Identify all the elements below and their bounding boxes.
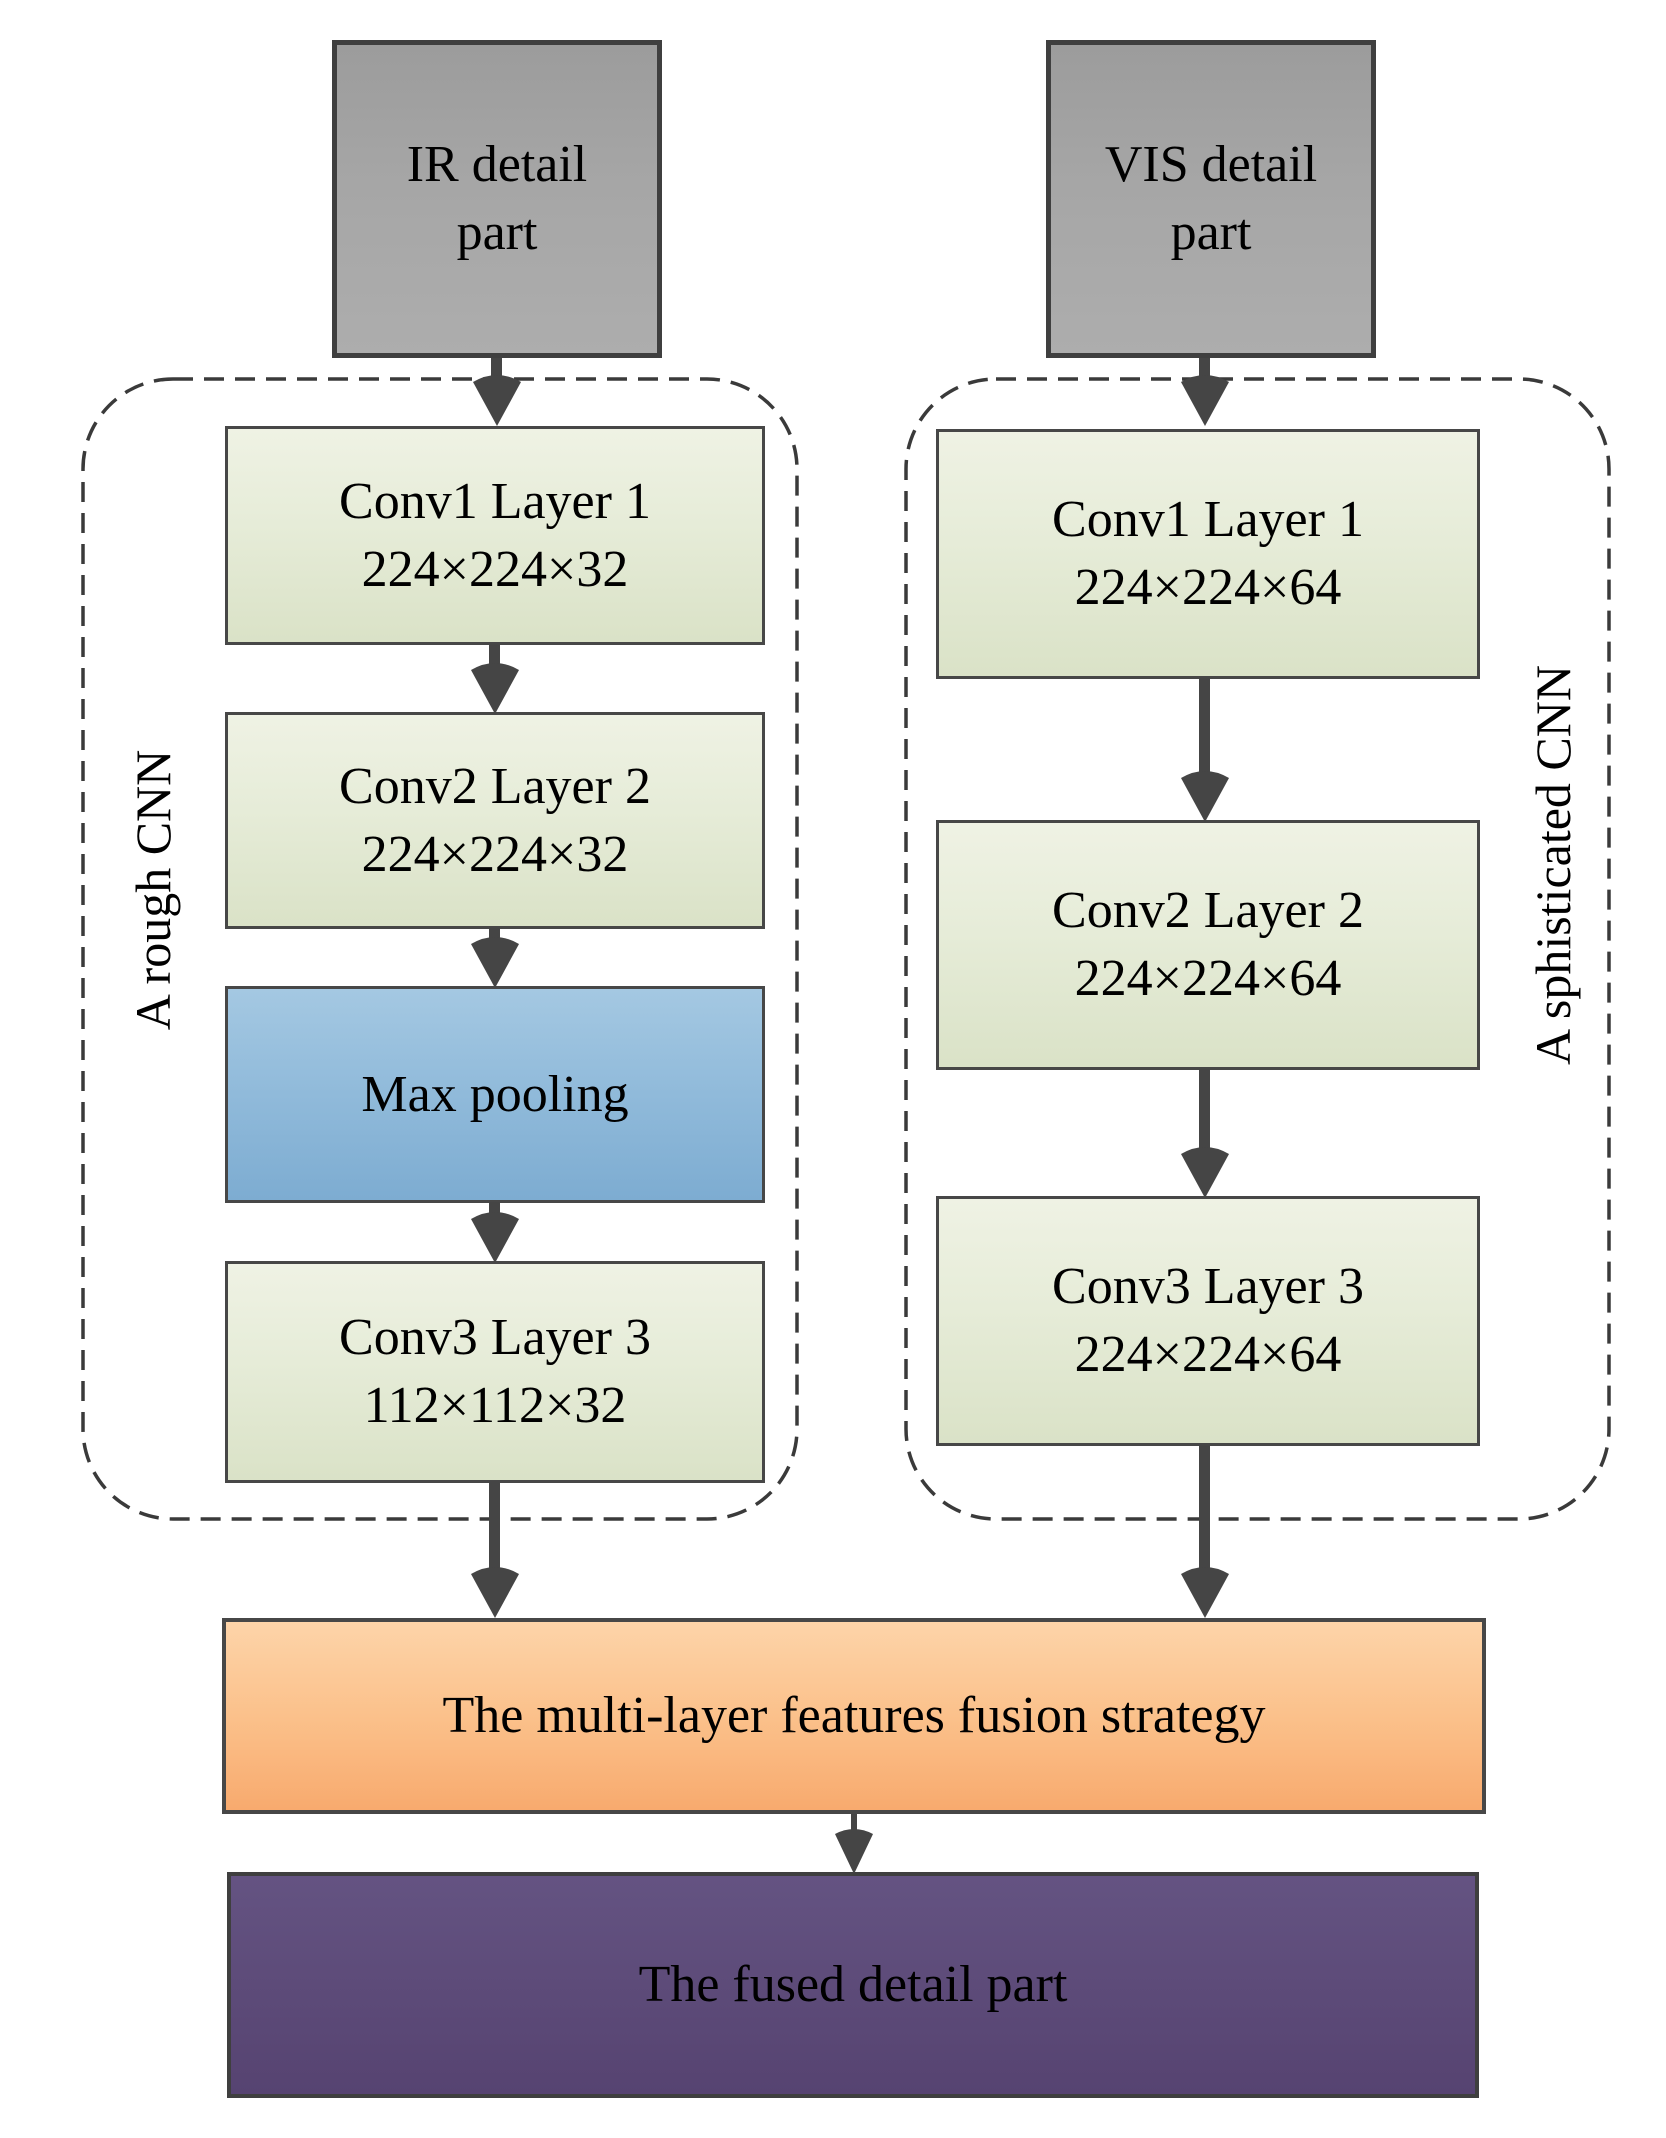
rough-cnn-label: A rough CNN <box>125 749 181 1031</box>
arrow-left-conv2-to-pool <box>471 928 519 988</box>
layer-title: Conv2 Layer 2 <box>1052 882 1364 940</box>
sophisticated-cnn-dashed-panel <box>904 377 1611 1521</box>
arrow-right-conv1-to-conv2 <box>1181 678 1229 822</box>
right-conv3-box: Conv3 Layer 3 224×224×64 <box>936 1196 1480 1446</box>
arrow-ir-to-conv1 <box>473 358 521 426</box>
layer-dims: 224×224×64 <box>1074 559 1342 616</box>
layer-title: Conv3 Layer 3 <box>339 1309 651 1367</box>
layer-title: Conv2 Layer 2 <box>339 757 651 815</box>
layer-dims: 224×224×64 <box>1074 1326 1342 1383</box>
layer-dims: 224×224×32 <box>361 825 629 883</box>
ir-detail-label: IR detail part <box>406 136 588 261</box>
layer-title: Conv1 Layer 1 <box>1052 491 1364 549</box>
fused-output-box: The fused detail part <box>227 1872 1479 2098</box>
arrow-right-cnn-to-fusion <box>1181 1445 1229 1618</box>
arrow-vis-to-conv1 <box>1181 358 1229 426</box>
right-conv1-box: Conv1 Layer 1 224×224×64 <box>936 429 1480 679</box>
arrow-pool-to-conv3 <box>471 1202 519 1263</box>
sophisticated-cnn-label: A sphisticated CNN <box>1525 665 1581 1065</box>
vis-detail-input-box: VIS detail part <box>1046 40 1376 358</box>
vis-detail-label: VIS detail part <box>1104 136 1318 261</box>
ir-detail-input-box: IR detail part <box>332 40 662 358</box>
fused-output-label: The fused detail part <box>638 1956 1068 2014</box>
layer-title: Conv3 Layer 3 <box>1052 1258 1364 1316</box>
arrow-left-cnn-to-fusion <box>471 1481 519 1618</box>
layer-dims: 112×112×32 <box>363 1377 627 1434</box>
fusion-strategy-box: The multi-layer features fusion strategy <box>222 1618 1486 1814</box>
left-conv1-box: Conv1 Layer 1 224×224×32 <box>225 426 765 645</box>
layer-title: Max pooling <box>361 1065 629 1123</box>
max-pooling-box: Max pooling <box>225 986 765 1203</box>
left-conv3-box: Conv3 Layer 3 112×112×32 <box>225 1261 765 1483</box>
arrow-left-conv1-to-conv2 <box>471 644 519 714</box>
rough-cnn-dashed-panel <box>81 377 799 1521</box>
left-conv2-box: Conv2 Layer 2 224×224×32 <box>225 712 765 929</box>
fusion-strategy-label: The multi-layer features fusion strategy <box>442 1687 1266 1745</box>
layer-dims: 224×224×32 <box>361 540 629 598</box>
layer-dims: 224×224×64 <box>1074 950 1342 1007</box>
layer-title: Conv1 Layer 1 <box>339 472 651 530</box>
right-conv2-box: Conv2 Layer 2 224×224×64 <box>936 820 1480 1070</box>
arrow-right-conv2-to-conv3 <box>1181 1069 1229 1198</box>
arrow-fusion-to-output <box>835 1814 873 1874</box>
